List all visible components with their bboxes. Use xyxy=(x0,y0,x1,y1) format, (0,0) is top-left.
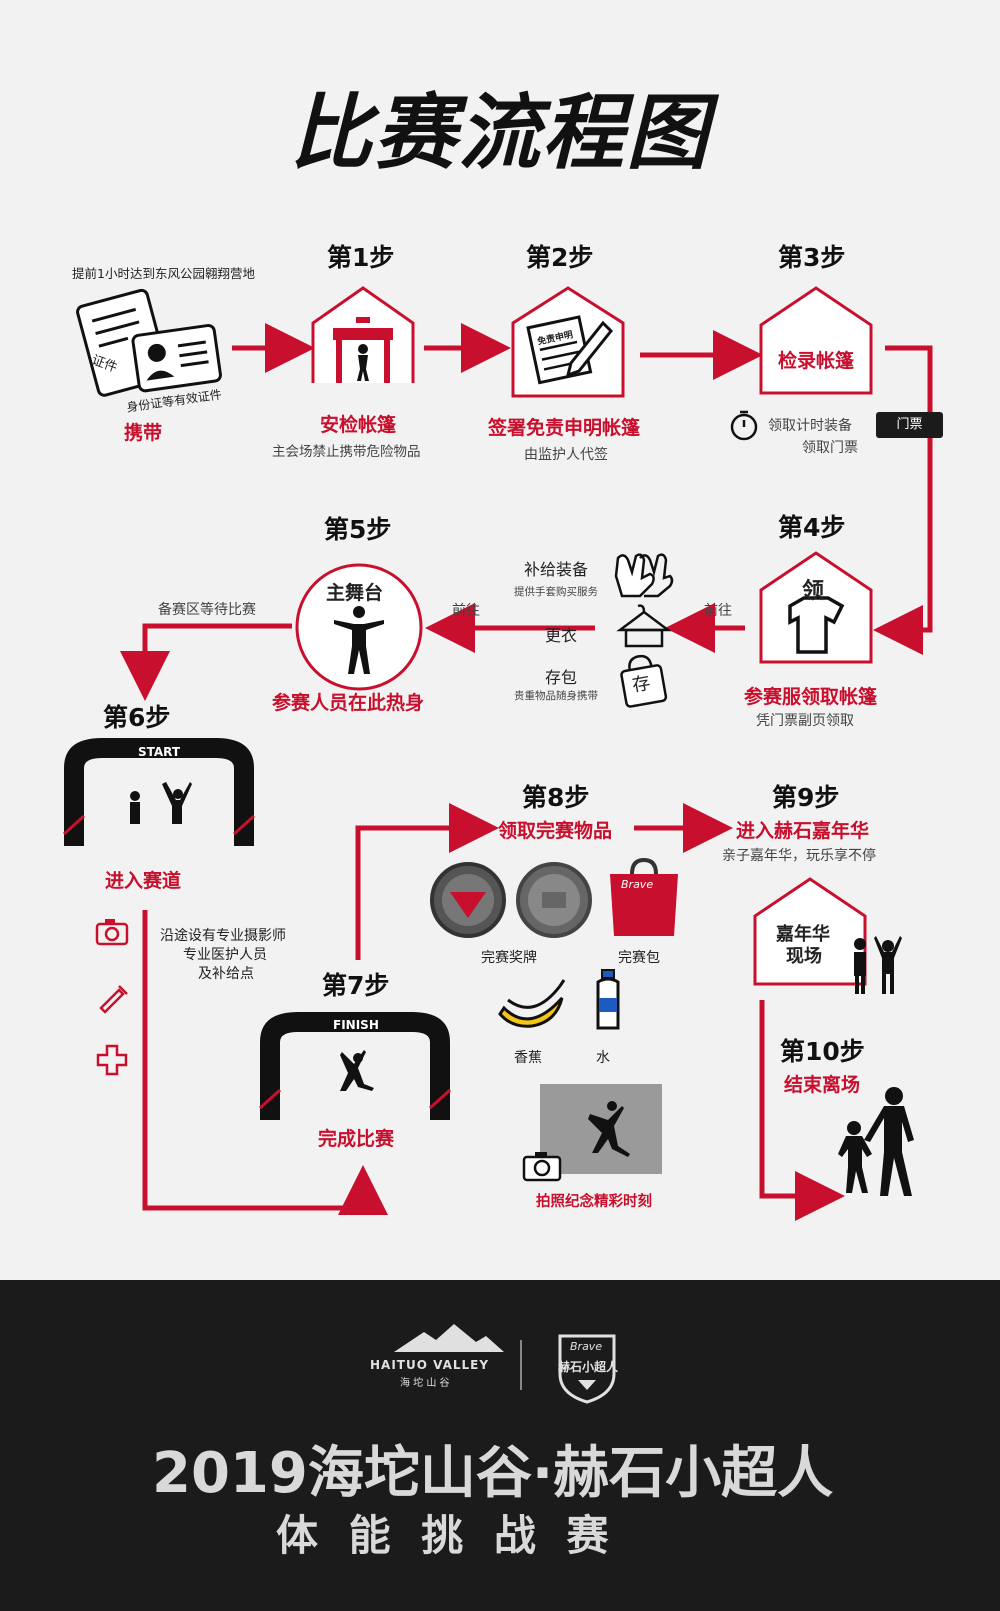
mountain-logo-icon xyxy=(394,1324,504,1352)
start-arch-text: START xyxy=(138,745,181,759)
bag-brand-text: Brave xyxy=(621,878,654,891)
step5-title: 第5步 xyxy=(324,515,392,544)
step9-desc: 亲子嘉年华，玩乐享不停 xyxy=(722,848,876,864)
finish-arch-icon xyxy=(258,1012,452,1120)
camera-icon xyxy=(95,919,129,946)
supply-label: 补给装备 xyxy=(524,560,589,579)
go-to-services: 前往 xyxy=(704,603,732,619)
step7-label: 完成比赛 xyxy=(318,1128,395,1150)
step3-title: 第3步 xyxy=(778,243,846,272)
step7-title: 第7步 xyxy=(322,971,390,1000)
carnival-tent-line1: 嘉年华 xyxy=(776,924,830,945)
arrow-step3-to-step4 xyxy=(873,345,933,655)
track-line1: 沿途设有专业摄影师 xyxy=(160,928,286,944)
uniform-tent-text: 领 xyxy=(802,579,825,604)
step6-title: 第6步 xyxy=(103,703,171,732)
ticket-badge: 门票 xyxy=(876,412,943,438)
brave-logo-cn: 赫石小超人 xyxy=(558,1360,619,1374)
step9-label: 进入赫石嘉年华 xyxy=(736,820,870,842)
security-tent-icon xyxy=(311,286,415,383)
event-subtitle: 体 能 挑 战 赛 xyxy=(276,1511,617,1560)
finish-arch-text: FINISH xyxy=(333,1018,379,1032)
id-documents-icon xyxy=(76,288,222,397)
carnival-tent-icon xyxy=(753,877,867,986)
haituo-logo-en: HAITUO VALLEY xyxy=(370,1358,490,1372)
water-bottle-icon xyxy=(596,969,620,1030)
track-line2: 专业医护人员 xyxy=(183,947,267,963)
syringe-icon xyxy=(99,985,128,1014)
banana-icon xyxy=(498,979,566,1028)
haituo-logo-cn: 海 坨 山 谷 xyxy=(400,1378,450,1389)
medical-cross-icon xyxy=(96,1044,128,1076)
step6-label: 进入赛道 xyxy=(105,870,182,892)
step2-desc: 由监护人代签 xyxy=(524,447,608,463)
step1-title: 第1步 xyxy=(327,243,395,272)
arrow-track-to-step7 xyxy=(142,910,388,1215)
step2-label: 签署免责申明帐篷 xyxy=(488,417,641,439)
track-line3: 及补给点 xyxy=(198,966,254,982)
carnival-tent-line2: 现场 xyxy=(786,946,822,967)
step9-title: 第9步 xyxy=(772,783,840,812)
family-leaving-icon xyxy=(838,1087,914,1196)
water-label: 水 xyxy=(596,1050,610,1066)
medal-back-icon xyxy=(516,862,592,938)
waiver-tent-icon xyxy=(511,286,625,398)
uniform-tent-icon xyxy=(759,551,873,664)
gloves-icon xyxy=(614,553,674,598)
medal-label: 完赛奖牌 xyxy=(481,950,537,966)
step4-title: 第4步 xyxy=(778,513,846,542)
logo-divider xyxy=(520,1340,522,1390)
supply-desc: 提供手套购买服务 xyxy=(514,586,598,598)
step8-title: 第8步 xyxy=(522,783,590,812)
step3-item-ticket: 领取门票 xyxy=(802,440,858,456)
photo-camera-icon xyxy=(522,1152,562,1182)
footer: HAITUO VALLEY 海 坨 山 谷 Brave 赫石小超人 2019海坨… xyxy=(0,1280,1000,1611)
storage-label: 存包 xyxy=(545,668,578,687)
medal-front-icon xyxy=(430,862,506,938)
step4-label: 参赛服领取帐篷 xyxy=(744,686,878,708)
kids-silhouette-icon xyxy=(854,936,902,994)
step1-label: 安检帐篷 xyxy=(320,414,397,436)
step10-label: 结束离场 xyxy=(784,1074,861,1096)
arrow-step9-to-step10 xyxy=(759,1000,845,1221)
arrow-step7-to-step8 xyxy=(355,803,499,960)
step1-desc: 主会场禁止携带危险物品 xyxy=(272,444,421,460)
main-stage-text: 主舞台 xyxy=(326,582,384,604)
page-title: 比赛流程图 xyxy=(290,86,710,181)
change-label: 更衣 xyxy=(545,626,578,645)
waiting-area-label: 备赛区等待比赛 xyxy=(158,602,256,618)
checkin-tent-icon xyxy=(759,286,873,395)
banana-label: 香蕉 xyxy=(514,1050,542,1066)
go-to-stage: 前往 xyxy=(452,603,480,619)
step10-title: 第10步 xyxy=(780,1037,865,1066)
brave-logo-text: Brave xyxy=(570,1340,603,1353)
step8-label: 领取完赛物品 xyxy=(498,820,613,842)
arrow-step5-to-step6 xyxy=(120,623,292,701)
step3-item-timer: 领取计时装备 xyxy=(768,418,852,434)
step2-title: 第2步 xyxy=(526,243,594,272)
start-arch-icon xyxy=(62,738,256,846)
carry-label: 携带 xyxy=(124,422,163,444)
main-stage-icon xyxy=(295,563,423,691)
arrival-note: 提前1小时达到东风公园翱翔营地 xyxy=(72,266,255,281)
bag-label: 完赛包 xyxy=(618,950,660,966)
storage-desc: 贵重物品随身携带 xyxy=(514,690,598,702)
storage-bag-icon xyxy=(620,654,668,708)
finisher-bag-icon xyxy=(610,857,678,936)
step4-desc: 凭门票副页领取 xyxy=(756,713,854,729)
flow-connectors xyxy=(120,323,933,1221)
step3-label: 检录帐篷 xyxy=(778,350,855,372)
step5-label: 参赛人员在此热身 xyxy=(272,692,425,714)
hanger-icon xyxy=(616,604,672,648)
photo-label: 拍照纪念精彩时刻 xyxy=(536,1194,652,1210)
event-title: 2019海坨山谷·赫石小超人 xyxy=(152,1441,834,1506)
brave-shield-logo-icon xyxy=(558,1334,616,1404)
timer-icon xyxy=(730,410,758,441)
